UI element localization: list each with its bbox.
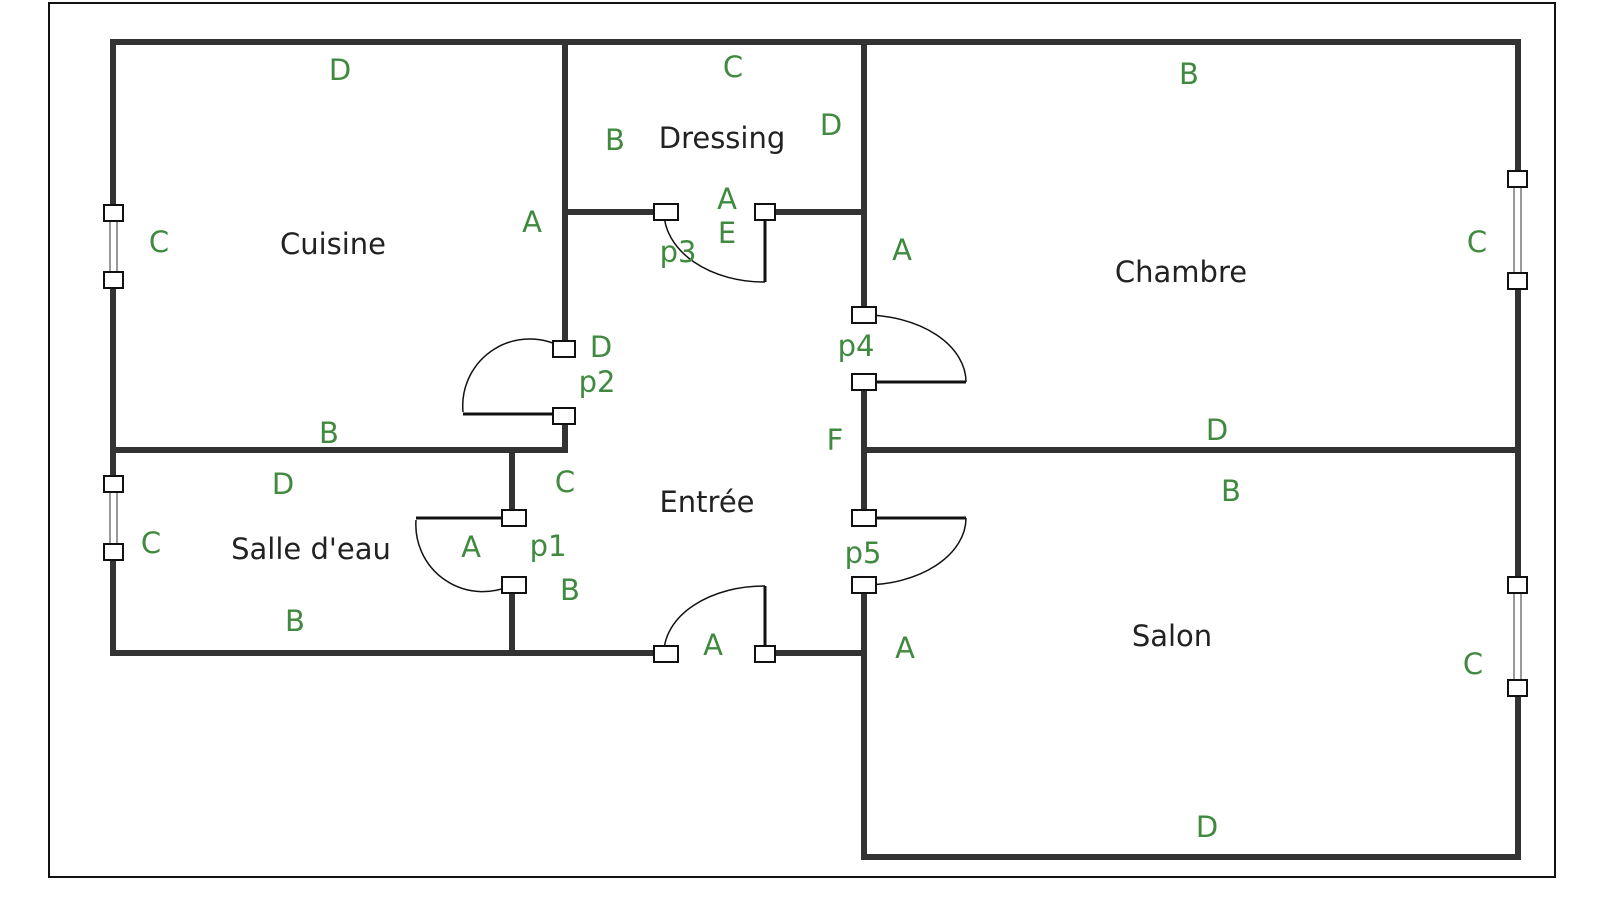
side-label-chambre-bottom: D: [1206, 413, 1228, 447]
door-p1: [415, 509, 527, 594]
room-labels: Cuisine Dressing Chambre Salle d'eau Ent…: [231, 121, 1247, 653]
side-label-cuisine-right: A: [522, 205, 542, 239]
door-p5: [851, 509, 967, 594]
side-label-entree-a: A: [703, 628, 723, 662]
side-label-salle-top: D: [272, 467, 294, 501]
room-label-salle-eau: Salle d'eau: [231, 532, 391, 566]
door-label-p4: p4: [838, 329, 875, 363]
door-p2: [461, 338, 576, 425]
door-p3: [653, 203, 776, 283]
door-p4: [851, 306, 967, 391]
side-label-cuisine-bottom: B: [319, 416, 339, 450]
door-label-p1: p1: [530, 529, 567, 563]
side-label-entree-c: C: [555, 465, 575, 499]
side-label-chambre-top: B: [1179, 57, 1199, 91]
side-label-salle-right: A: [461, 530, 481, 564]
side-labels: D C A B D C B D A E B C A D F C B A D C …: [141, 50, 1487, 844]
door-label-p5: p5: [845, 536, 882, 570]
side-label-salon-left: A: [895, 631, 915, 665]
side-label-salle-bottom: B: [285, 604, 305, 638]
door-label-p3: p3: [660, 235, 697, 269]
side-label-cuisine-door: D: [590, 330, 612, 364]
side-label-chambre-left: A: [892, 233, 912, 267]
windows: [103, 170, 1528, 697]
side-label-cuisine-left: C: [149, 225, 169, 259]
window-salon: [1507, 576, 1528, 697]
side-label-entree-b: B: [560, 573, 580, 607]
drawing-frame: [48, 2, 1556, 878]
side-label-dressing-right: D: [820, 108, 842, 142]
side-label-dressing-door: E: [718, 216, 736, 250]
window-chambre: [1507, 170, 1528, 290]
side-label-chambre-right: C: [1467, 225, 1487, 259]
door-entry: [653, 585, 776, 663]
side-label-dressing-left: B: [605, 123, 625, 157]
room-label-chambre: Chambre: [1115, 255, 1247, 289]
room-label-salon: Salon: [1132, 619, 1212, 653]
door-labels: p1 p2 p3 p4 p5: [530, 235, 882, 570]
side-label-entree-f: F: [827, 423, 844, 457]
door-label-p2: p2: [579, 365, 616, 399]
room-label-cuisine: Cuisine: [280, 227, 386, 261]
side-label-salon-bottom: D: [1196, 810, 1218, 844]
doors: [415, 203, 967, 663]
room-label-entree: Entrée: [659, 485, 754, 519]
window-cuisine: [103, 204, 124, 289]
side-label-dressing-bottom: A: [717, 182, 737, 216]
window-salle-eau: [103, 475, 124, 561]
room-label-dressing: Dressing: [659, 121, 786, 155]
side-label-salle-left: C: [141, 526, 161, 560]
side-label-salon-top: B: [1221, 474, 1241, 508]
walls: [110, 39, 1521, 860]
side-label-salon-right: C: [1463, 647, 1483, 681]
side-label-cuisine-top: D: [329, 53, 351, 87]
side-label-dressing-top: C: [723, 50, 743, 84]
